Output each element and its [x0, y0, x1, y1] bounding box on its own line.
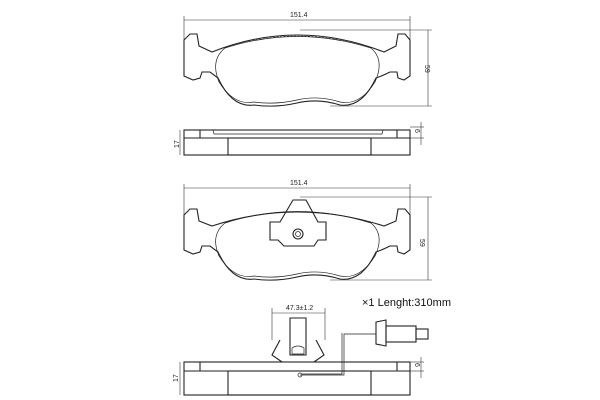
thickness-label-3: 17 [173, 374, 180, 382]
height-label-1: 59 [423, 65, 430, 73]
width-label-2: 151.4 [290, 180, 308, 187]
height-label-2: 59 [418, 239, 425, 247]
pad-side-view-with-sensor: 47.3±1.2 17 6 ×1 Lenght:310mm [173, 297, 451, 396]
sensor-length-note: ×1 Lenght:310mm [362, 297, 451, 309]
pad-front-view-1: 151.4 59 [183, 12, 432, 107]
clip-width-label: 47.3±1.2 [286, 305, 313, 312]
pad-side-view-1: 17 6 [174, 122, 424, 156]
pad-back-view: 151.4 59 [183, 180, 432, 281]
backplate-label-3: 6 [413, 363, 420, 367]
thickness-label-1: 17 [174, 140, 181, 148]
width-label-1: 151.4 [290, 12, 308, 19]
backplate-label-1: 6 [413, 129, 420, 133]
